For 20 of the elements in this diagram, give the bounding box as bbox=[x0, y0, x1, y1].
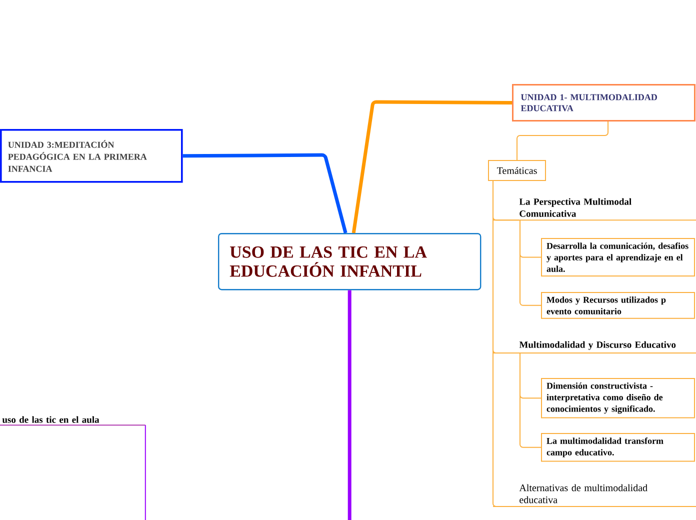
connector-line bbox=[352, 100, 512, 234]
central-topic-box: USO DE LAS TIC EN LA EDUCACIÓN INFANTIL bbox=[218, 233, 482, 290]
underlined-topic: uso de las tic en el aula bbox=[0, 416, 146, 426]
subtopic-box: Desarrolla la comunicación, desafios y aportes para el aprendizaje en el aula. bbox=[541, 238, 695, 276]
topic-box: UNIDAD 3:MEDITACIÓN PEDAGÓGICA EN LA PRIMERA INFANCIA bbox=[0, 129, 183, 183]
connector-line bbox=[492, 180, 520, 507]
connector-line bbox=[520, 220, 542, 306]
connector-line bbox=[182, 153, 348, 234]
connector-line bbox=[348, 290, 352, 520]
topic-box: UNIDAD 1- MULTIMODALIDAD EDUCATIVA bbox=[512, 84, 696, 122]
connector-line bbox=[144, 424, 146, 520]
underlined-topic: Multimodalidad y Discurso Educativo bbox=[492, 341, 696, 354]
connector-line bbox=[516, 121, 608, 160]
subtopic-box: Modos y Recursos utilizados p evento comunitario bbox=[541, 292, 695, 319]
subtopic-box: Temáticas bbox=[488, 160, 546, 181]
subtopic-box: La multimodalidad transform campo educativo. bbox=[541, 433, 695, 462]
subtopic-box: Dimensión constructivista - interpretativa como diseño de conocimientos y significado. bbox=[541, 378, 695, 418]
underlined-topic: La Perspectiva Multimodal Comunicativa bbox=[492, 198, 696, 221]
underlined-topic: Alternativas de multimodalidad educativa bbox=[492, 484, 696, 507]
connector-line bbox=[520, 352, 542, 448]
